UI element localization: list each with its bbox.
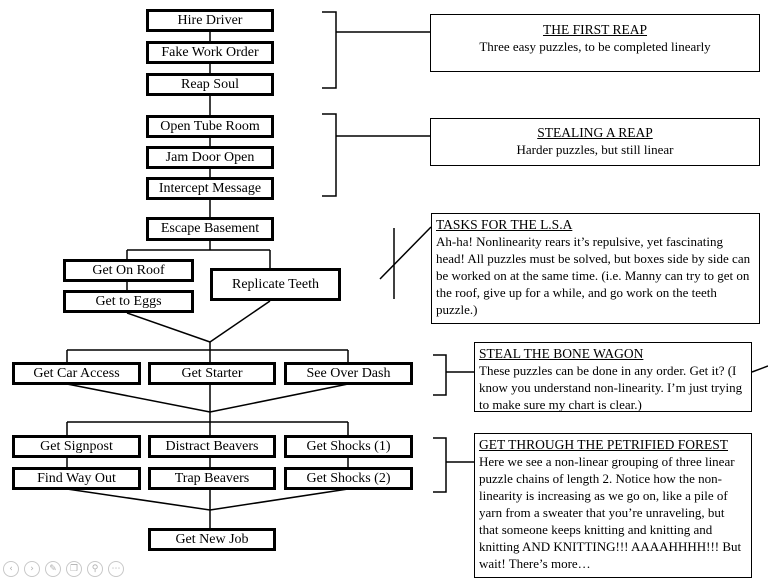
node-get-car-access: Get Car Access [12,362,141,385]
note-petrified-forest: GET THROUGH THE PETRIFIED FOREST Here we… [474,433,752,578]
node-get-shocks-1: Get Shocks (1) [284,435,413,458]
note-first-reap-title: THE FIRST REAP [542,22,648,37]
copy-icon[interactable]: ❐ [66,561,82,577]
node-get-to-eggs: Get to Eggs [63,290,194,313]
node-see-over-dash: See Over Dash [284,362,413,385]
node-get-signpost: Get Signpost [12,435,141,458]
node-intercept-message: Intercept Message [146,177,274,200]
node-fake-work-order: Fake Work Order [146,41,274,64]
note-petrified-forest-title: GET THROUGH THE PETRIFIED FOREST [479,437,729,452]
more-options-icon[interactable]: ⋯ [108,561,124,577]
note-bone-wagon-title: STEAL THE BONE WAGON [479,346,644,361]
note-first-reap: THE FIRST REAP Three easy puzzles, to be… [430,14,760,72]
node-trap-beavers: Trap Beavers [148,467,276,490]
node-open-tube-room: Open Tube Room [146,115,274,138]
zoom-icon[interactable]: ⚲ [87,561,103,577]
note-tasks-lsa-title: TASKS FOR THE L.S.A [436,217,573,232]
note-petrified-forest-body: Here we see a non-linear grouping of thr… [479,454,742,571]
note-stealing-reap-title: STEALING A REAP [537,125,653,140]
node-find-way-out: Find Way Out [12,467,141,490]
node-escape-basement: Escape Basement [146,217,274,241]
node-reap-soul: Reap Soul [146,73,274,96]
node-replicate-teeth: Replicate Teeth [210,268,341,301]
note-tasks-lsa-body: Ah-ha! Nonlinearity rears it’s repulsive… [436,234,751,317]
node-get-shocks-2: Get Shocks (2) [284,467,413,490]
note-tasks-lsa: TASKS FOR THE L.S.A Ah-ha! Nonlinearity … [431,213,760,324]
note-first-reap-body: Three easy puzzles, to be completed line… [479,39,711,54]
node-distract-beavers: Distract Beavers [148,435,276,458]
note-bone-wagon: STEAL THE BONE WAGON These puzzles can b… [474,342,752,412]
note-stealing-reap: STEALING A REAP Harder puzzles, but stil… [430,118,760,166]
node-get-new-job: Get New Job [148,528,276,551]
node-jam-door-open: Jam Door Open [146,146,274,169]
node-hire-driver: Hire Driver [146,9,274,32]
note-stealing-reap-body: Harder puzzles, but still linear [516,142,674,157]
note-bone-wagon-body: These puzzles can be done in any order. … [479,363,743,412]
node-get-on-roof: Get On Roof [63,259,194,282]
prev-slide-icon[interactable]: ‹ [3,561,19,577]
edit-icon[interactable]: ✎ [45,561,61,577]
next-slide-icon[interactable]: › [24,561,40,577]
node-get-starter: Get Starter [148,362,276,385]
